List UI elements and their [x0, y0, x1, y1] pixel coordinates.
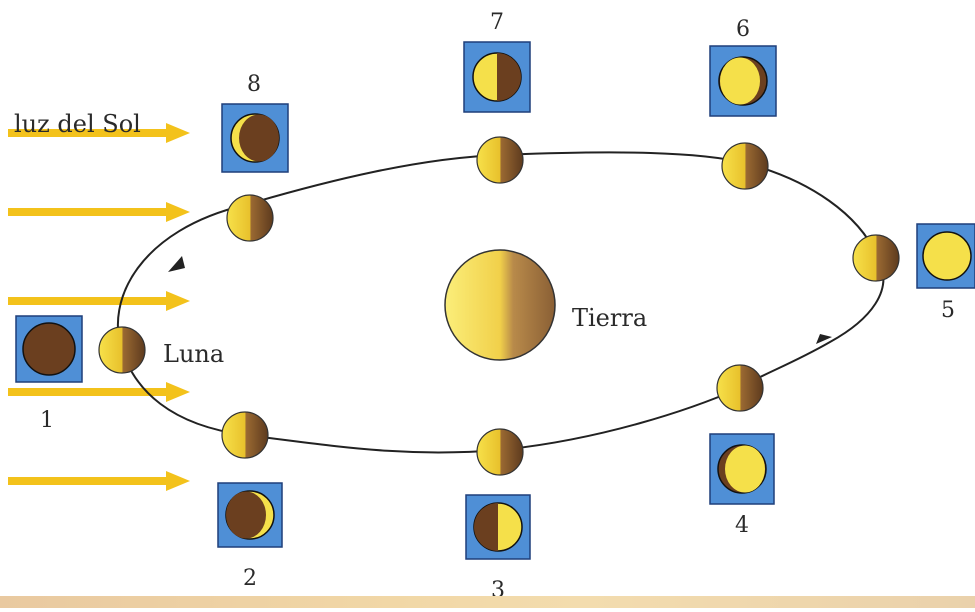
moon-label: Luna — [163, 340, 225, 368]
earth-label: Tierra — [572, 304, 648, 332]
phase-number-4: 4 — [735, 513, 749, 538]
orbit-moon-3 — [476, 428, 524, 476]
phase-box-3 — [465, 494, 531, 560]
orbit-moon-8 — [226, 194, 274, 242]
phase-number-7: 7 — [490, 10, 504, 35]
phase-number-2: 2 — [243, 566, 257, 591]
phase-box-5 — [916, 223, 975, 289]
orbit-moon-6 — [721, 142, 769, 190]
phase-box-7 — [463, 41, 531, 113]
sunlight-rays — [8, 123, 190, 491]
orbit-moon-2 — [221, 411, 269, 459]
sunray-arrow — [8, 202, 190, 222]
orbit-moon-1 — [98, 326, 146, 374]
phase-number-8: 8 — [247, 72, 261, 97]
phase-box-2 — [217, 482, 283, 548]
orbit-direction-arrow — [816, 334, 832, 344]
orbit-direction-arrow — [168, 256, 185, 272]
orbit-moon-5 — [852, 234, 900, 282]
orbit-moon-4 — [716, 364, 764, 412]
phase-number-6: 6 — [736, 17, 750, 42]
sunlight-label: luz del Sol — [14, 110, 141, 138]
phase-box-6 — [709, 45, 777, 117]
sunray-arrow — [8, 471, 190, 491]
orbit-moons — [98, 136, 900, 476]
orbit-moon-7 — [476, 136, 524, 184]
sunray-arrow — [8, 382, 190, 402]
phase-box-1 — [15, 315, 83, 383]
phase-number-5: 5 — [941, 298, 955, 323]
sunray-arrow — [8, 123, 190, 143]
earth — [444, 249, 556, 361]
phase-box-8 — [221, 103, 289, 173]
bottom-edge-strip — [0, 596, 975, 608]
phase-box-4 — [709, 433, 775, 505]
sunray-arrow — [8, 291, 190, 311]
phase-number-1: 1 — [40, 408, 54, 433]
